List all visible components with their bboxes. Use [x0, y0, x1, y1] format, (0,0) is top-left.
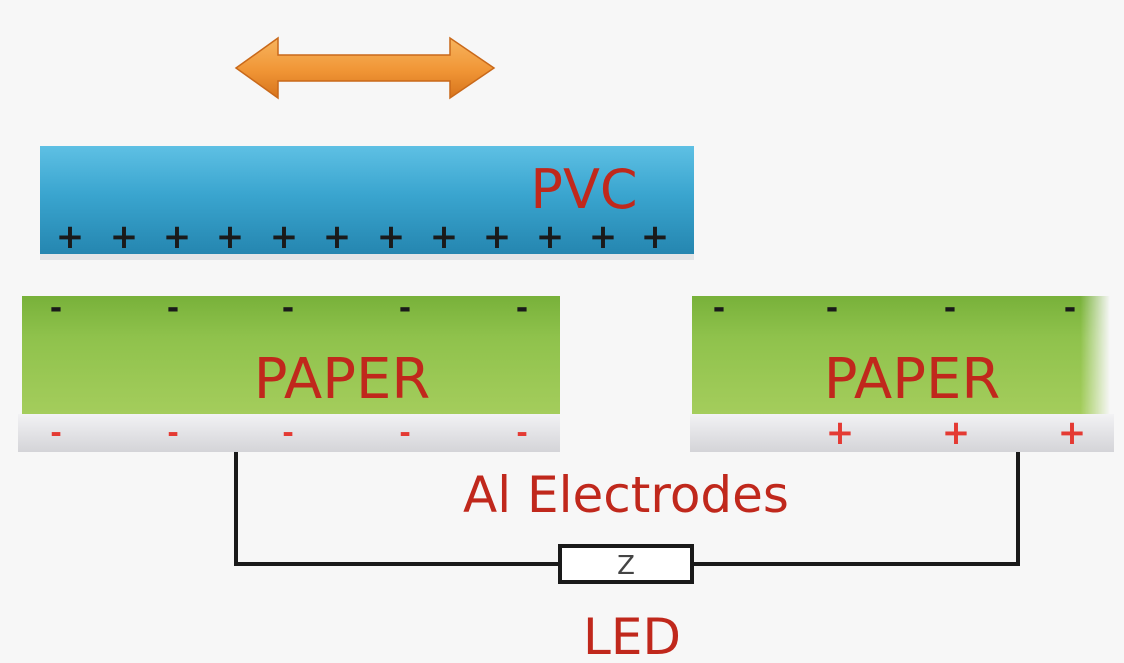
pvc-charges: + + + + + + + + + + + +: [56, 217, 670, 257]
electrode-left-charges: -----: [50, 416, 528, 449]
pvc-charge-1: +: [56, 217, 85, 257]
led-box: [558, 544, 694, 584]
double-arrow-icon: [234, 36, 496, 100]
pvc-charge-5: +: [270, 217, 299, 257]
led-label: LED: [583, 608, 681, 663]
paper-left-charge-5: -: [516, 291, 528, 326]
electrode-right-plate: [690, 414, 1114, 452]
electrode-left-charge-3: -: [282, 416, 294, 449]
pvc-charge-10: +: [536, 217, 565, 257]
pvc-charge-3: +: [163, 217, 192, 257]
pvc-label: PVC: [530, 158, 637, 221]
electrode-right-charges: + + +: [826, 413, 1087, 453]
electrode-left-charge-5: -: [516, 416, 528, 449]
paper-left-charge-3: -: [282, 291, 294, 326]
paper-left-charge-1: -: [50, 291, 62, 326]
pvc-charge-12: +: [641, 217, 670, 257]
electrode-right-charge-1: +: [826, 413, 855, 453]
electrode-left-charge-2: -: [167, 416, 179, 449]
paper-right-charges: ----: [713, 291, 1076, 326]
paper-left-charges: -----: [50, 291, 528, 326]
led-symbol: Z: [617, 551, 635, 581]
pvc-layer: PVC + + + + + + + + + + + +: [40, 146, 694, 260]
paper-left-label: PAPER: [254, 347, 431, 412]
pvc-charge-2: +: [110, 217, 139, 257]
electrodes-label: Al Electrodes: [463, 466, 789, 524]
pvc-charge-11: +: [589, 217, 618, 257]
paper-right-charge-2: -: [826, 291, 838, 326]
electrode-left-charge-4: -: [399, 416, 411, 449]
paper-right-label: PAPER: [824, 347, 1001, 412]
wire: [234, 452, 1020, 566]
electrode-left: -----: [18, 414, 560, 452]
paper-right-slab: [692, 296, 1112, 414]
pvc-charge-8: +: [430, 217, 459, 257]
paper-left-charge-2: -: [167, 291, 179, 326]
electrode-right: + + +: [690, 413, 1114, 453]
electrode-right-charge-2: +: [942, 413, 971, 453]
led-component: Z: [558, 544, 694, 584]
paper-left-charge-4: -: [399, 291, 411, 326]
paper-right-charge-3: -: [944, 291, 956, 326]
electrode-left-charge-1: -: [50, 416, 62, 449]
paper-right-layer: ----: [692, 291, 1112, 414]
paper-left-slab: [22, 296, 560, 414]
pvc-charge-6: +: [323, 217, 352, 257]
electrode-right-charge-3: +: [1058, 413, 1087, 453]
pvc-charge-4: +: [216, 217, 245, 257]
paper-right-charge-4: -: [1064, 291, 1076, 326]
pvc-slab: [40, 146, 694, 254]
electrode-left-plate: [18, 414, 560, 452]
pvc-charge-7: +: [377, 217, 406, 257]
pvc-charge-9: +: [483, 217, 512, 257]
paper-left-layer: PAPER - - - - -: [22, 291, 560, 414]
paper-right-charge-1: -: [713, 291, 725, 326]
